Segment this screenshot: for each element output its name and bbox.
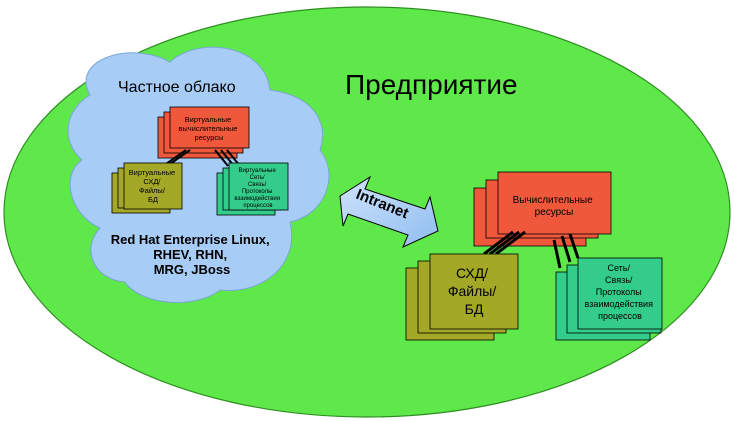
vnetwork-line-4: Протоколы: [242, 189, 273, 195]
storage-line-3: БД: [465, 301, 484, 317]
vcompute-line-2: вычислительные: [178, 124, 237, 133]
datacenter-resources: Вычислительные ресурсы СХД/ Файлы/ БД: [405, 171, 663, 341]
vcompute-line-3: ресурсы: [194, 133, 223, 142]
svg-text:Вычислительные ресурсы: Вычислительные ресурсы: [513, 195, 596, 218]
vstorage-line-3: Файлы/: [139, 186, 166, 195]
svg-text:СХД/ Файлы/ БД: СХД/ Файлы/ БД: [448, 265, 500, 317]
svg-text:Виртуальные СХД/: Виртуальные СХД/ Файлы/ БД: [129, 168, 178, 204]
vstorage-line-1: Виртуальные: [129, 168, 176, 177]
enterprise-title: Предприятие: [345, 69, 518, 100]
svg-text:Red Hat Enterprise Linux,: Red Hat Enterprise Linux, RHEV, RHN, MRG…: [111, 232, 274, 277]
network-line-4: взаимодействия: [585, 299, 654, 309]
virtual-storage-stack: Виртуальные СХД/ Файлы/ БД: [111, 162, 183, 214]
compute-stack: Вычислительные ресурсы: [473, 171, 612, 247]
storage-stack: СХД/ Файлы/ БД: [405, 253, 519, 341]
vnetwork-line-1: Виртуальные: [239, 168, 277, 174]
cloud-shape: [67, 46, 330, 303]
products-line-1: Red Hat Enterprise Linux,: [111, 232, 270, 247]
network-stack: Сеть/ Связь/ Протоколы взаимодействия пр…: [555, 257, 663, 341]
compute-line-1: Вычислительные: [513, 195, 594, 206]
network-line-5: процессов: [598, 311, 642, 321]
private-cloud: Частное облако Виртуальные вычислительны…: [67, 46, 330, 303]
vstorage-line-2: СХД/: [143, 177, 161, 186]
svg-text:Виртуальные вычислител: Виртуальные вычислительные ресурсы: [178, 115, 239, 142]
datacenter-connectors: [483, 230, 580, 269]
network-line-3: Протоколы: [596, 287, 642, 297]
svg-text:Виртуальные Сеть/: Виртуальные Сеть/ Связь/ Протоколы взаим…: [234, 168, 281, 209]
vcompute-line-1: Виртуальные: [185, 115, 232, 124]
products-line-3: MRG, JBoss: [154, 262, 231, 277]
vnetwork-line-3: Связь/: [248, 182, 267, 188]
storage-line-2: Файлы/: [448, 283, 496, 299]
vnetwork-line-6: процессов: [243, 203, 272, 209]
compute-line-2: ресурсы: [535, 207, 574, 218]
storage-line-1: СХД/: [456, 265, 488, 281]
private-cloud-title: Частное облако: [118, 79, 236, 96]
network-line-2: Связь/: [605, 275, 633, 285]
vnetwork-line-5: взаимодействия: [234, 195, 280, 202]
network-line-1: Сеть/: [607, 263, 630, 273]
svg-text:Сеть/ Связь/ П: Сеть/ Связь/ Протоколы взаимодействия пр…: [585, 263, 656, 321]
vnetwork-line-2: Сеть/: [250, 175, 265, 181]
products-line-2: RHEV, RHN,: [153, 247, 227, 262]
virtual-network-stack: Виртуальные Сеть/ Связь/ Протоколы взаим…: [216, 162, 289, 216]
virtual-compute-stack: Виртуальные вычислительные ресурсы: [157, 106, 250, 159]
vstorage-line-4: БД: [148, 195, 158, 204]
